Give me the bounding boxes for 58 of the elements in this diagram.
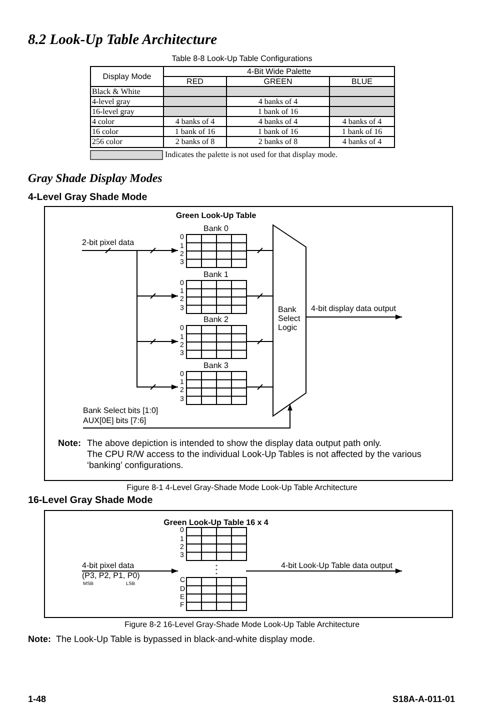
column-header: 4-Bit Wide Palette <box>164 66 395 76</box>
table-cell: 1 bank of 16 <box>226 126 330 136</box>
edge-label: Bank Select bits [1:0] AUX[0E] bits [7:6] <box>83 406 160 426</box>
table-cell: 1 bank of 16 <box>164 126 226 136</box>
table-cell: 4 banks of 4 <box>226 116 330 126</box>
figure-heading: Green Look-Up Table <box>176 211 256 220</box>
lookup-table <box>178 315 246 358</box>
lookup-table <box>178 270 246 312</box>
table-cell: 4 banks of 4 <box>330 116 395 126</box>
table-cell: 1 bank of 16 <box>226 106 330 116</box>
bit-order-text: (P3, P2, P1, P0) <box>82 571 140 581</box>
page-title: 8.2 Look-Up Table Architecture <box>28 32 218 49</box>
arrow <box>306 314 402 320</box>
page-number: 1-48 <box>28 694 46 704</box>
edge-label: 4-bit display data output <box>311 304 396 313</box>
lookup-table <box>178 360 246 404</box>
lookup-table <box>178 224 246 267</box>
table-cell: 1 bank of 16 <box>330 126 395 136</box>
figure-caption: Figure 8-1 4-Level Gray-Shade Mode Look-Up Table Architecture <box>126 483 358 492</box>
arrow <box>246 568 402 574</box>
table-title: Bank 1 <box>204 270 228 278</box>
note-text: The Look-Up Table is bypassed in black-and-white display mode. <box>56 634 315 644</box>
table-cell: 4 banks of 4 <box>164 116 226 126</box>
arrow <box>82 250 178 390</box>
table-cell: 2 banks of 8 <box>164 136 226 147</box>
table-caption: Table 8-8 Look-Up Table Configurations <box>172 54 312 63</box>
figure-caption: Figure 8-2 16-Level Gray-Shade Mode Look-Up Table Architecture <box>124 620 360 629</box>
column-header: Display Mode <box>90 66 164 86</box>
block-label: Bank Select Logic <box>278 305 302 332</box>
table-cell: 4 color <box>90 116 164 126</box>
table-cell: 4 banks of 4 <box>226 96 330 106</box>
table-cell: Black & White <box>90 86 164 96</box>
section-heading: Gray Shade Display Modes <box>28 171 162 186</box>
multiplexer-block <box>273 225 306 416</box>
edge-label: 4-bit Look-Up Table data output <box>281 561 392 570</box>
table-title: Bank 2 <box>204 315 228 324</box>
table-title: Bank 3 <box>204 360 228 370</box>
edge-label: 4-bit pixel data <box>82 561 134 570</box>
document-number: S18A-A-011-01 <box>392 694 455 704</box>
figure-heading: Green Look-Up Table 16 x 4 <box>164 518 268 527</box>
table-cell: 4 banks of 4 <box>330 136 395 147</box>
note-text: The CPU R/W access to the individual Look-Up Tables is not affected by the various ‘banking’ configurations. <box>87 449 422 471</box>
table-cell: 256 color <box>90 136 164 147</box>
edge-label: 2-bit pixel data <box>82 238 134 247</box>
note-text: The above depiction is intended to show the display data output path only. <box>87 438 382 448</box>
table-title: Bank 0 <box>204 224 228 233</box>
arrow <box>82 568 178 574</box>
note-label: Note: <box>28 634 51 644</box>
lookup-table <box>178 527 246 611</box>
note-label: Note: <box>58 438 81 448</box>
table-cell: 16 color <box>90 126 164 136</box>
subsection-heading: 4-Level Gray Shade Mode <box>28 192 148 203</box>
arrow <box>82 404 292 428</box>
legend-text: Indicates the palette is not used for that display mode. <box>165 150 338 159</box>
table-cell: 2 banks of 8 <box>226 136 330 147</box>
table-cell: 4-level gray <box>90 96 164 106</box>
table-cell: 16-level gray <box>90 106 164 116</box>
subsection-heading: 16-Level Gray Shade Mode <box>28 495 153 506</box>
